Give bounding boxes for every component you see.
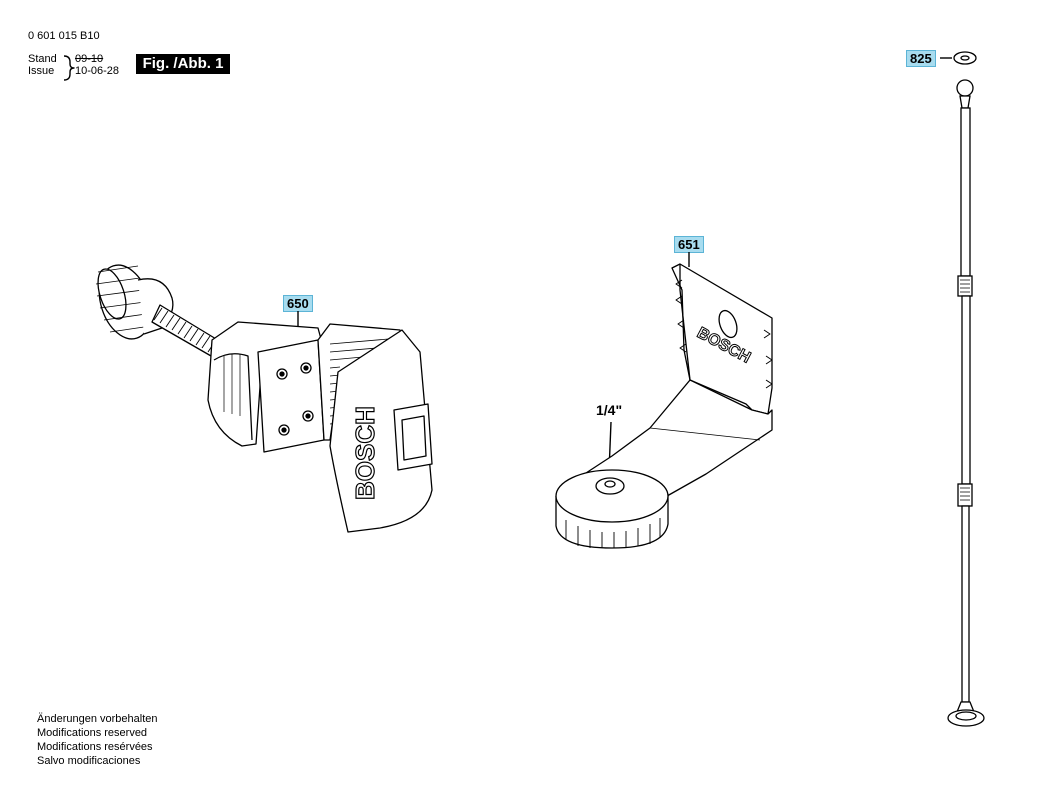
part-number: 0 601 015 B10 [28, 30, 100, 42]
part-tag-825[interactable]: 825 [906, 50, 936, 67]
pole-joint-upper [957, 275, 973, 297]
brand-logo-clamp: BOSCH [350, 406, 380, 500]
pole-segment-top [960, 107, 971, 277]
clamp-back-plate [329, 329, 433, 533]
pole-joint-lower [957, 483, 973, 507]
thread-size-label: 1/4" [596, 402, 623, 418]
note-en: Modifications reserved [37, 727, 148, 739]
date-brace [63, 55, 75, 81]
note-es: Salvo modificaciones [37, 755, 141, 767]
modification-notes: Änderungen vorbehalten Modifications res… [37, 712, 157, 768]
stand-label: Stand [28, 53, 57, 65]
note-fr: Modifications resérvées [37, 741, 153, 753]
stand-date: 09-10 [75, 53, 104, 65]
mount-plate [257, 339, 325, 453]
pole-825 [947, 51, 985, 727]
issue-date: 10-06-28 [75, 65, 120, 77]
part-tag-650[interactable]: 650 [283, 295, 313, 312]
figure-label: Fig. /Abb. 1 [136, 54, 230, 74]
pole-tip [956, 79, 974, 97]
part-tag-651[interactable]: 651 [674, 236, 704, 253]
clamp-mount-650 [95, 264, 433, 533]
issue-label: Issue [28, 65, 55, 77]
bracket-651 [555, 263, 773, 549]
pole-segment-middle [961, 295, 971, 485]
note-de: Änderungen vorbehalten [37, 713, 158, 725]
pole-segment-bottom [961, 505, 970, 703]
